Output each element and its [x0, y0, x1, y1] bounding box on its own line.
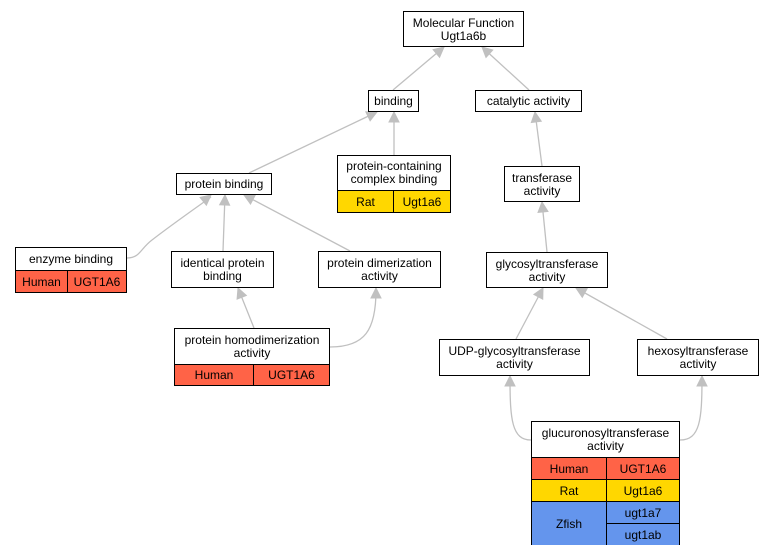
annotation-row-rat: Rat Ugt1a6 [532, 479, 679, 501]
go-term-glyco[interactable]: glycosyltransferase activity [486, 252, 608, 288]
arrowhead [218, 193, 231, 206]
edge-glucuronosyl-to-udp [504, 374, 532, 441]
edge-line [126, 196, 212, 259]
gene-link[interactable]: ugt1a7 [624, 505, 662, 520]
arrowhead [532, 287, 544, 300]
go-term-dimer[interactable]: protein dimerization activity [318, 251, 441, 288]
arrowhead [537, 200, 549, 214]
edge-line [329, 289, 377, 348]
gene-link[interactable]: UGT1A6 [268, 368, 315, 382]
term-label: hexosyltransferase activity [647, 344, 749, 371]
edge-line [243, 194, 351, 252]
term-label: enzyme binding [28, 251, 114, 266]
go-term-root[interactable]: Molecular Function Ugt1a6b [403, 11, 524, 47]
edge-line [575, 287, 668, 340]
term-label: glycosyltransferase activity [495, 256, 599, 284]
arrowhead [504, 374, 516, 387]
arrowhead [530, 110, 543, 124]
annotation-row-zfish: Zfish ugt1a7 ugt1ab [532, 501, 679, 545]
edge-identical-to-protein_binding [218, 193, 231, 252]
go-term-udp[interactable]: UDP-glycosyltransferase activity [439, 339, 590, 376]
arrowhead [199, 194, 212, 207]
annotation-row-human: Human UGT1A6 [175, 364, 329, 385]
gene-link[interactable]: Ugt1a6 [402, 194, 442, 209]
gene-list: UGT1A6 [607, 458, 679, 479]
arrowhead [236, 286, 248, 300]
go-term-binding[interactable]: binding [368, 90, 419, 112]
edge-homodimer-to-dimer [329, 286, 382, 348]
annotation-row-human: Human UGT1A6 [532, 457, 679, 479]
species-label: Human [532, 458, 607, 479]
gene-list: Ugt1a6 [607, 480, 679, 501]
edge-glyco-to-transferase [537, 200, 549, 253]
term-label: identical protein binding [180, 256, 265, 283]
term-label: protein-containing complex binding [346, 159, 442, 186]
edge-transferase-to-catalytic [530, 110, 543, 167]
term-label: transferase activity [511, 170, 573, 198]
term-label: catalytic activity [486, 94, 571, 108]
go-term-catalytic[interactable]: catalytic activity [475, 90, 582, 112]
arrowhead [365, 111, 379, 122]
edge-pc_binding-to-binding [388, 110, 400, 155]
gene-link[interactable]: ugt1ab [607, 523, 679, 545]
edge-udp-to-glyco [515, 287, 544, 340]
species-label: Zfish [532, 502, 607, 545]
arrowhead [481, 46, 494, 59]
annotation-row-human: Human UGT1A6 [16, 270, 126, 292]
edge-dimer-to-protein_binding [243, 194, 351, 252]
arrowhead [696, 374, 708, 387]
go-term-protein-binding[interactable]: protein binding [176, 173, 272, 195]
gene-list: ugt1a7 ugt1ab [607, 502, 679, 545]
arrowhead [432, 46, 445, 59]
edge-catalytic-to-root [481, 46, 530, 91]
go-term-identical[interactable]: identical protein binding [171, 251, 274, 288]
edge-binding-to-root [392, 46, 445, 91]
term-label: UDP-glycosyltransferase activity [448, 344, 581, 371]
term-label: Molecular Function Ugt1a6b [412, 15, 515, 43]
gene-link[interactable]: UGT1A6 [73, 274, 121, 289]
arrowhead [243, 194, 256, 206]
species-label: Rat [532, 480, 607, 501]
arrowhead [575, 287, 588, 299]
edge-line [248, 111, 378, 174]
edge-homodimer-to-identical [236, 286, 255, 329]
gene-link[interactable]: UGT1A6 [619, 461, 667, 476]
gene-link[interactable]: Ugt1a6 [623, 483, 663, 498]
edge-hexosyl-to-glyco [575, 287, 668, 340]
term-label: binding [374, 94, 413, 108]
term-label: glucuronosyltransferase activity [541, 425, 670, 453]
edge-glucuronosyl-to-hexosyl [679, 374, 708, 441]
term-label: protein homodimerization activity [184, 332, 320, 360]
arrowhead [370, 286, 382, 299]
annotation-row-rat: Rat Ugt1a6 [338, 190, 450, 212]
arrowhead [388, 110, 400, 123]
species-label: Rat [338, 191, 394, 212]
go-term-hexosyl[interactable]: hexosyltransferase activity [637, 339, 759, 376]
species-label: Human [16, 271, 68, 292]
edge-line [679, 377, 703, 441]
edge-line [509, 377, 532, 441]
go-term-transferase[interactable]: transferase activity [504, 166, 580, 202]
edge-enzyme_binding-to-protein_binding [126, 194, 212, 259]
gene-list: UGT1A6 [68, 271, 126, 292]
edge-line [481, 46, 530, 91]
species-label: Human [175, 365, 254, 385]
edge-line [392, 46, 445, 91]
gene-list: UGT1A6 [254, 365, 329, 385]
term-label: protein dimerization activity [327, 256, 432, 283]
term-label: protein binding [184, 177, 264, 191]
gene-list: Ugt1a6 [394, 191, 450, 212]
